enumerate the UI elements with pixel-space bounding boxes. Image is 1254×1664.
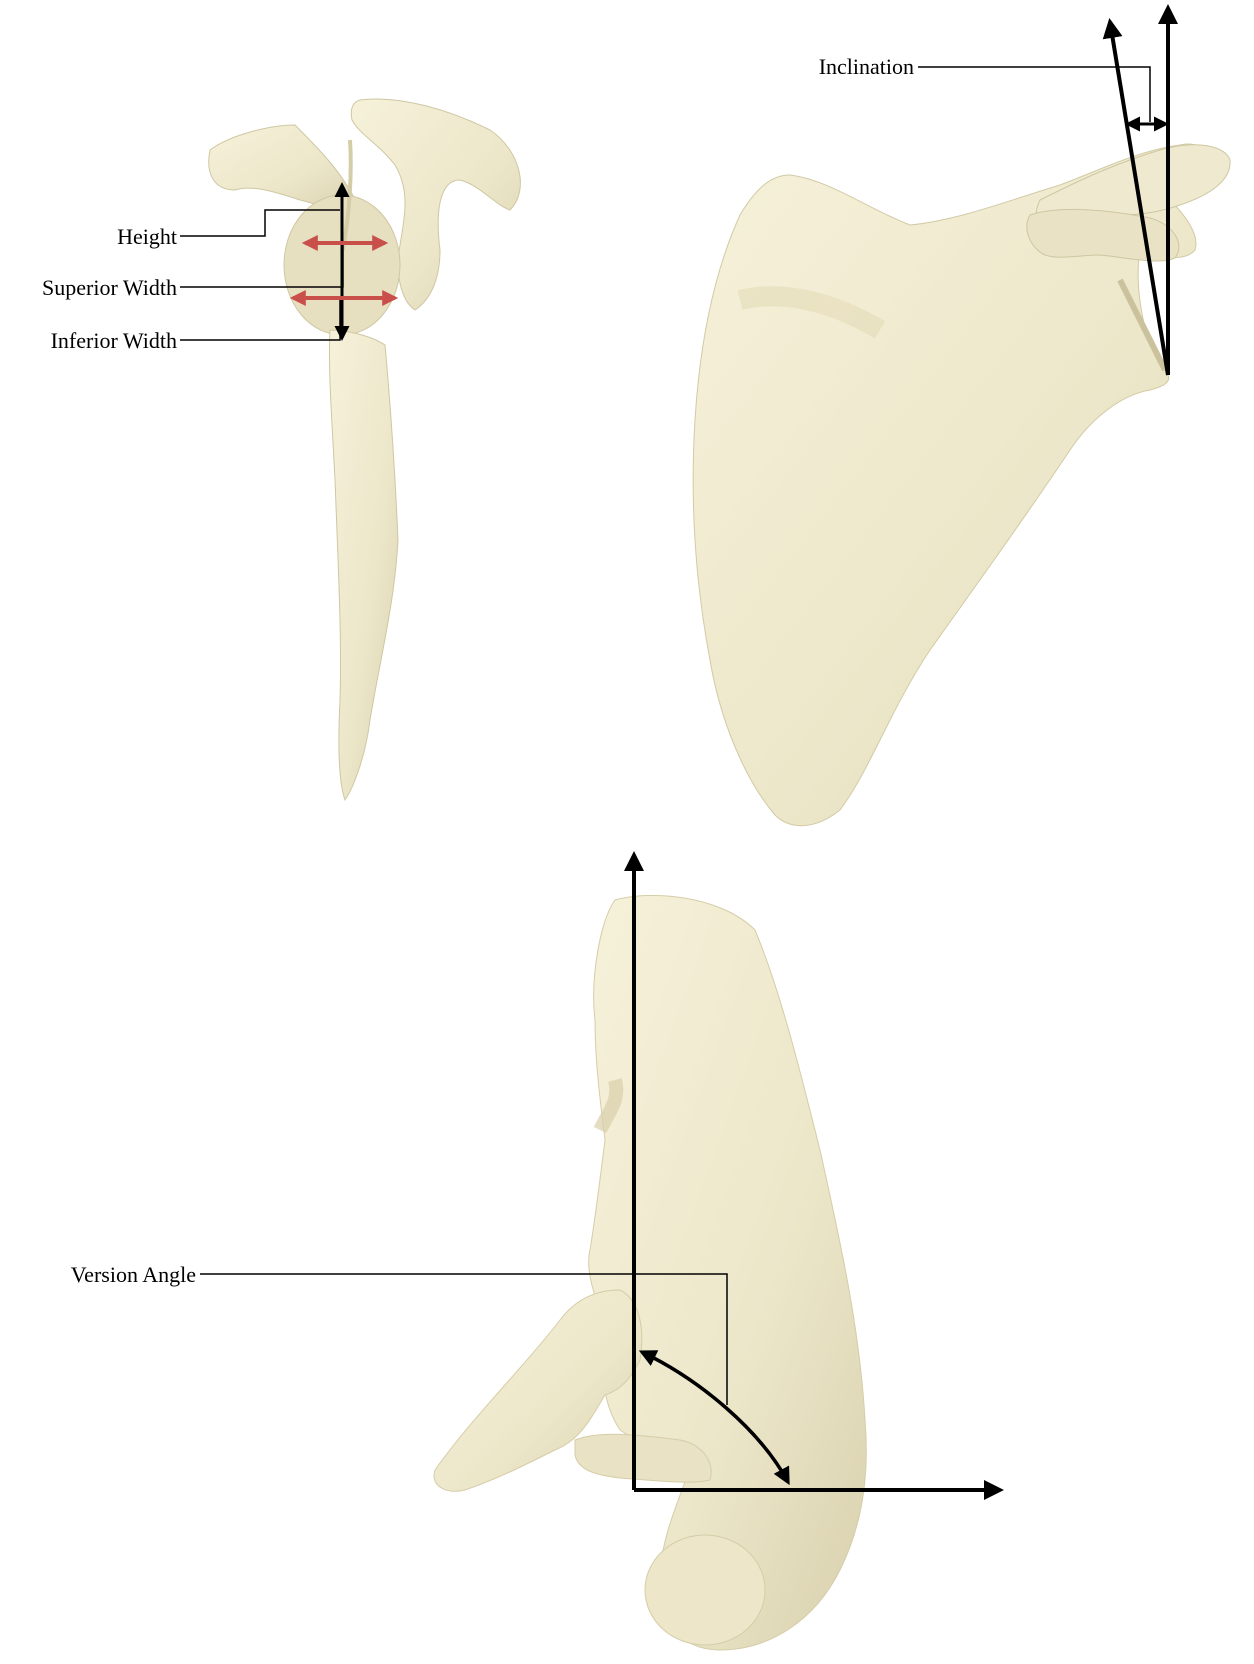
inclination-leader-line [918, 67, 1150, 122]
scapula-axial-view: Version Angle [71, 855, 1000, 1650]
label-version-angle: Version Angle [71, 1262, 196, 1287]
scapula-lateral-view: Height Superior Width Inferior Width [42, 99, 520, 800]
scapula-anterior-view: Inclination [693, 8, 1230, 826]
bone-scapular-blade-edge [329, 330, 398, 800]
label-inclination: Inclination [819, 54, 914, 79]
label-superior-width: Superior Width [42, 275, 177, 300]
label-height: Height [117, 224, 177, 249]
bone-glenoid-axial [589, 895, 867, 1650]
label-inferior-width: Inferior Width [51, 328, 177, 353]
